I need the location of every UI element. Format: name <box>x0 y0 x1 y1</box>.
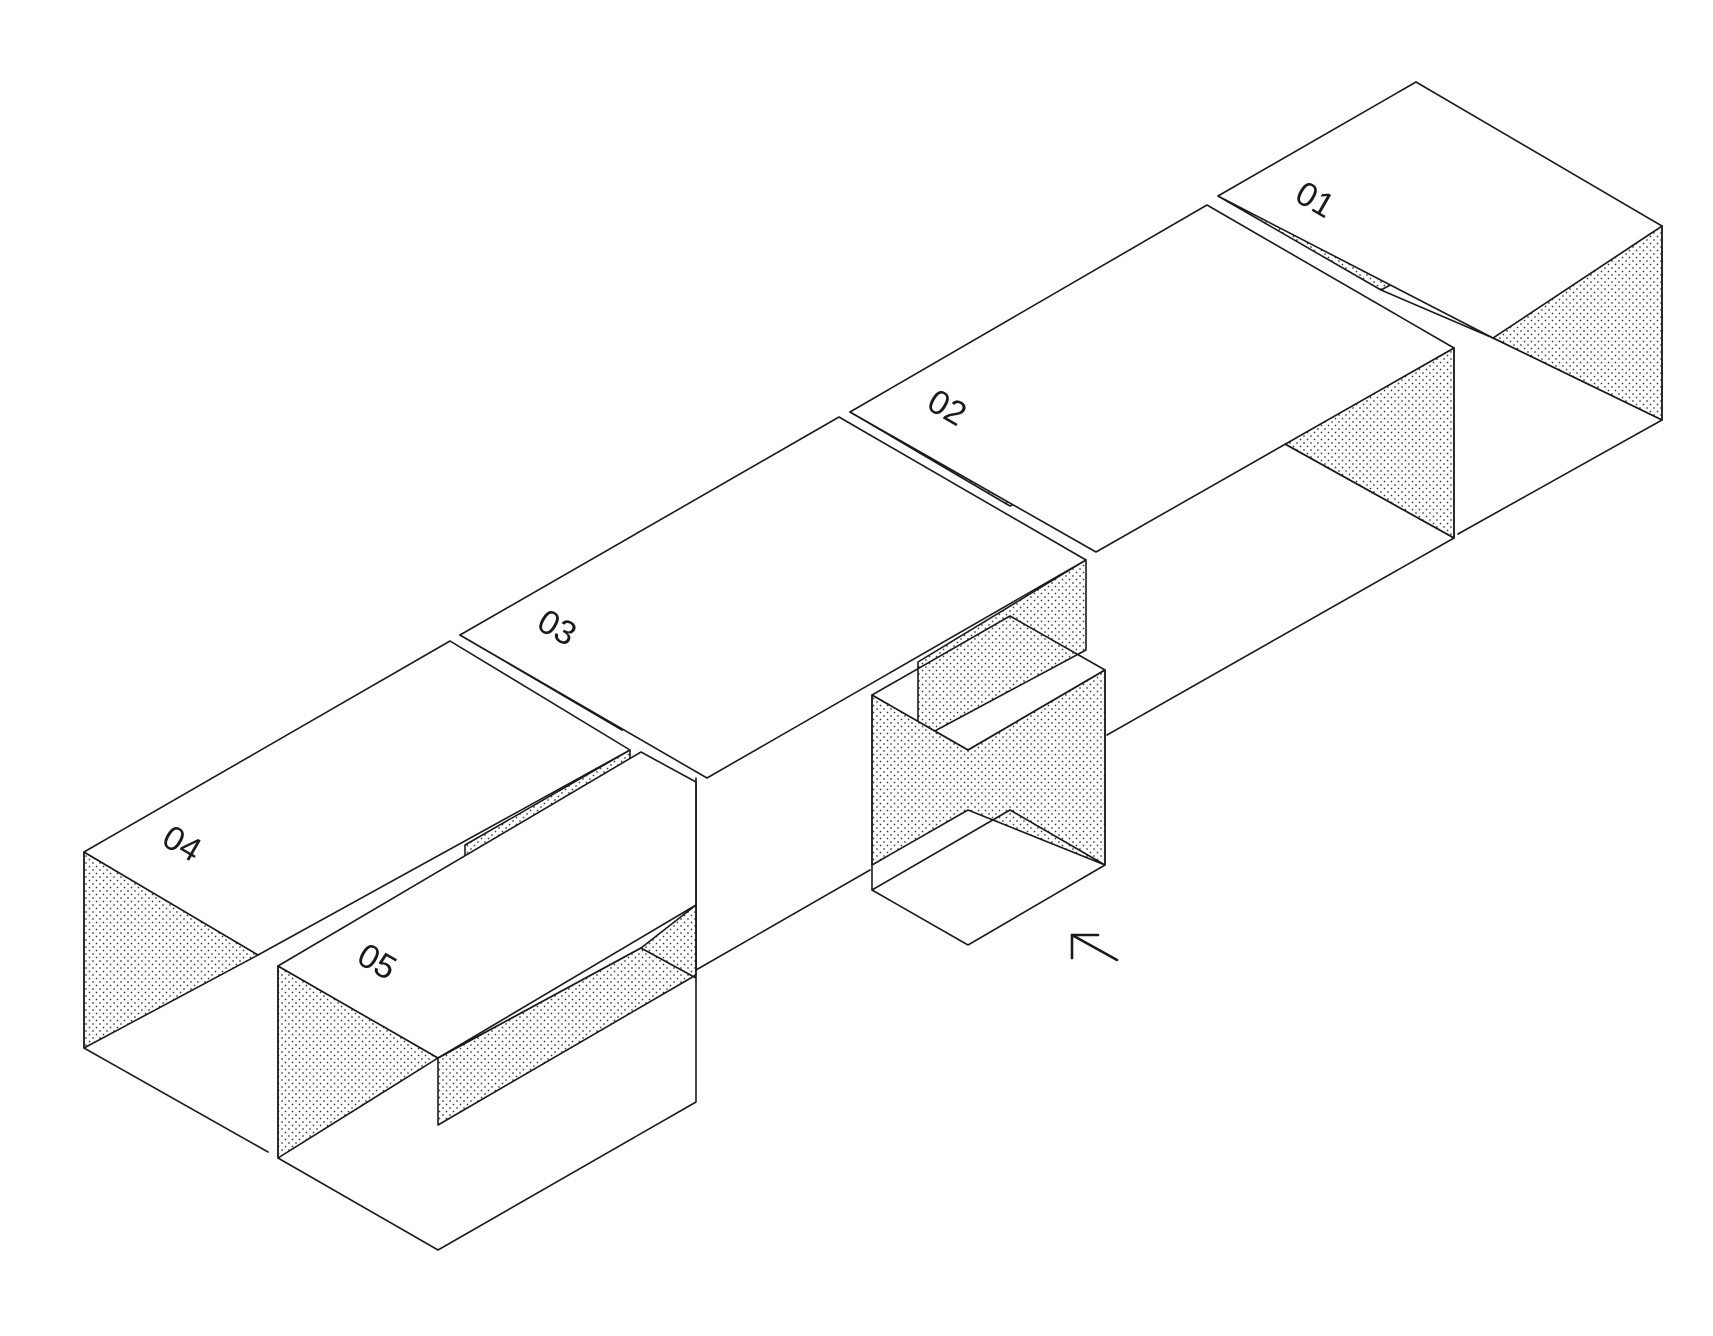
module-05-front-top <box>437 947 697 1059</box>
module-05-outline <box>277 781 697 1251</box>
cutout-floor <box>871 809 1106 946</box>
module-01: 01 <box>1217 81 1663 535</box>
module-05: 05 <box>277 751 697 1251</box>
arrow-up-left-icon <box>1070 933 1119 962</box>
module-03-front-edge <box>695 777 871 971</box>
open-module-cutout <box>871 615 1106 946</box>
module-03-side-face <box>917 559 1087 741</box>
module-01-base-edge <box>1380 289 1663 535</box>
module-02-side-diagonal <box>1284 443 1455 539</box>
module-04-top-face <box>83 640 631 956</box>
module-02: 02 <box>849 204 1455 736</box>
module-03: 03 <box>459 416 1087 971</box>
module-03-top-face <box>459 416 1087 779</box>
module-04: 04 <box>83 640 631 1153</box>
module-04-base-edge <box>83 851 269 1153</box>
